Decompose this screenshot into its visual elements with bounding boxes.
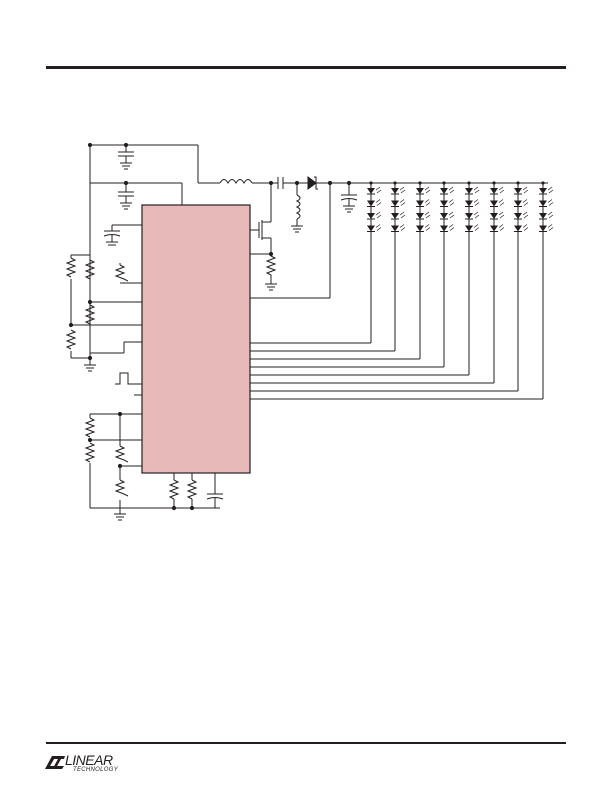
led-emission-arrows <box>473 199 480 206</box>
vin-rail <box>89 145 183 360</box>
led-emission-arrows <box>473 224 480 231</box>
led-emission-arrows <box>399 186 406 194</box>
led-emission-arrows <box>522 211 529 219</box>
led-emission-arrows <box>547 224 554 231</box>
led-emission-arrows <box>522 186 529 194</box>
left-resistor-network <box>65 254 142 372</box>
led-emission-arrows <box>473 211 480 219</box>
mosfet <box>250 183 277 291</box>
output-capacitor <box>340 180 358 213</box>
controller-ic <box>141 204 251 474</box>
led-emission-arrows <box>498 224 505 231</box>
led-emission-arrows <box>547 186 554 194</box>
led-emission-arrows <box>498 186 505 194</box>
led-emission-arrows <box>399 211 406 219</box>
led-emission-arrows <box>448 224 455 231</box>
led-emission-arrows <box>375 211 382 219</box>
coupling-capacitor <box>277 177 308 189</box>
led-emission-arrows <box>547 211 554 219</box>
footer-rule <box>46 742 566 744</box>
led-emission-arrows <box>498 199 505 206</box>
led-emission-arrows <box>424 186 431 194</box>
lt-logo-icon <box>45 756 65 769</box>
led-emission-arrows <box>375 224 382 231</box>
logo-wordmark: LINEAR <box>65 752 113 768</box>
led-emission-arrows <box>522 224 529 231</box>
led-emission-arrows <box>448 199 455 206</box>
inductor <box>219 179 278 186</box>
bottom-pin-components <box>168 473 224 511</box>
schottky-diode <box>250 176 548 299</box>
header-rule <box>46 66 566 69</box>
led-emission-arrows <box>424 199 431 206</box>
input-supply-rail <box>87 142 220 184</box>
led-emission-arrows <box>522 199 529 206</box>
led-emission-arrows <box>498 211 505 219</box>
led-emission-arrows <box>424 224 431 231</box>
led-emission-arrows <box>399 199 406 206</box>
lower-resistor-network <box>84 411 220 521</box>
led-emission-arrows <box>473 186 480 194</box>
led-emission-arrows <box>448 211 455 219</box>
linear-technology-logo: LINEAR TECHNOLOGY <box>44 751 134 779</box>
logo-subtitle: TECHNOLOGY <box>73 767 119 773</box>
led-channel-traces <box>250 240 544 400</box>
led-emission-arrows <box>375 199 382 206</box>
pwm-pulse-input <box>115 372 142 396</box>
led-emission-arrows <box>399 224 406 231</box>
secondary-inductor <box>291 183 303 233</box>
led-emission-arrows <box>547 199 554 206</box>
vref-capacitor <box>103 224 142 246</box>
led-emission-arrows <box>448 186 455 194</box>
led-string-array <box>367 181 554 241</box>
led-emission-arrows <box>424 211 431 219</box>
led-emission-arrows <box>375 186 382 194</box>
